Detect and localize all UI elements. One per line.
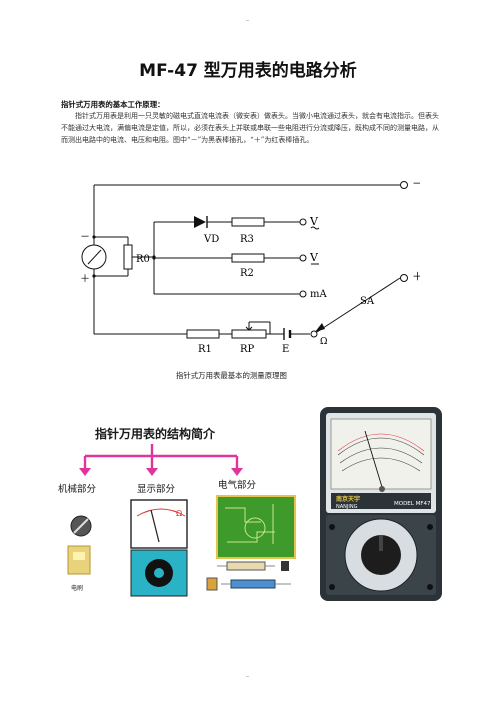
resistor-blue-icon — [230, 579, 276, 589]
intro-paragraph: 指针式万用表是利用一只灵敏的磁电式直流电流表（微安表）做表头。当微小电流通过表头… — [61, 112, 439, 145]
meter-needle — [364, 430, 383, 488]
label-rp: RP — [240, 344, 255, 355]
meter-photo: 南京天宇 NANJING MODEL MF47 — [320, 407, 442, 601]
label-ohm: Ω — [320, 337, 327, 347]
ac-tilde-icon — [310, 226, 320, 230]
header-dot — [246, 20, 249, 21]
label-ma: mA — [310, 289, 327, 300]
jack-icon[interactable] — [427, 584, 433, 590]
section-heading: 指针式万用表的基本工作原理： — [61, 100, 165, 109]
brush-label: 电刷 — [71, 584, 83, 592]
structure-title: 指针万用表的结构简介 — [95, 426, 216, 441]
jack-icon[interactable] — [427, 524, 433, 530]
footer-dot — [246, 676, 249, 677]
label-vd: VD — [203, 234, 219, 245]
circuit-caption: 指针式万用表最基本的测量原理图 — [176, 371, 287, 380]
label-meter-plus: ＋ — [80, 274, 90, 285]
label-v-ac: V — [309, 215, 319, 228]
part-mechanical: 机械部分 — [58, 483, 97, 495]
resistor-icon — [226, 561, 266, 571]
arrow-head-icon — [79, 468, 91, 476]
part-display: 显示部分 — [137, 483, 176, 495]
meter-dial-face — [330, 418, 432, 490]
circuit-diagram: － ＋ － ＋ R0 VD R3 R2 R1 RP E V V mA SA Ω — [80, 177, 420, 355]
label-sa: SA — [360, 296, 375, 307]
meter-brand: 南京天宇 — [336, 495, 360, 503]
label-plus-terminal: ＋ — [412, 270, 420, 283]
meter-brand-en: NANJING — [336, 504, 358, 510]
meter-model: MODEL MF47 — [394, 501, 431, 507]
label-meter-minus: － — [80, 232, 90, 243]
label-r1: R1 — [198, 344, 212, 355]
capacitor-icon — [281, 561, 289, 571]
structure-illustration: 指针万用表的结构简介 机械部分 显示部分 电气部分 电刷 Ω — [58, 426, 296, 597]
arrow-connector — [83, 444, 239, 468]
jack-icon[interactable] — [329, 584, 335, 590]
part-electrical: 电气部分 — [218, 479, 257, 491]
jack-icon[interactable] — [329, 524, 335, 530]
range-selector-knob[interactable] — [361, 535, 401, 575]
page-title: MF-47 型万用表的电路分析 — [139, 61, 357, 81]
arrow-head-icon — [231, 468, 243, 476]
label-r2: R2 — [240, 268, 254, 279]
label-minus-terminal: － — [412, 177, 420, 190]
svg-text:Ω: Ω — [176, 509, 182, 518]
potentiometer-icon — [206, 577, 218, 591]
label-v-dc: V — [309, 251, 319, 264]
label-r3: R3 — [240, 234, 254, 245]
arrow-head-icon — [146, 468, 158, 476]
label-e: E — [282, 344, 289, 355]
label-r0: R0 — [136, 254, 150, 265]
circuit-board-icon — [216, 495, 296, 559]
